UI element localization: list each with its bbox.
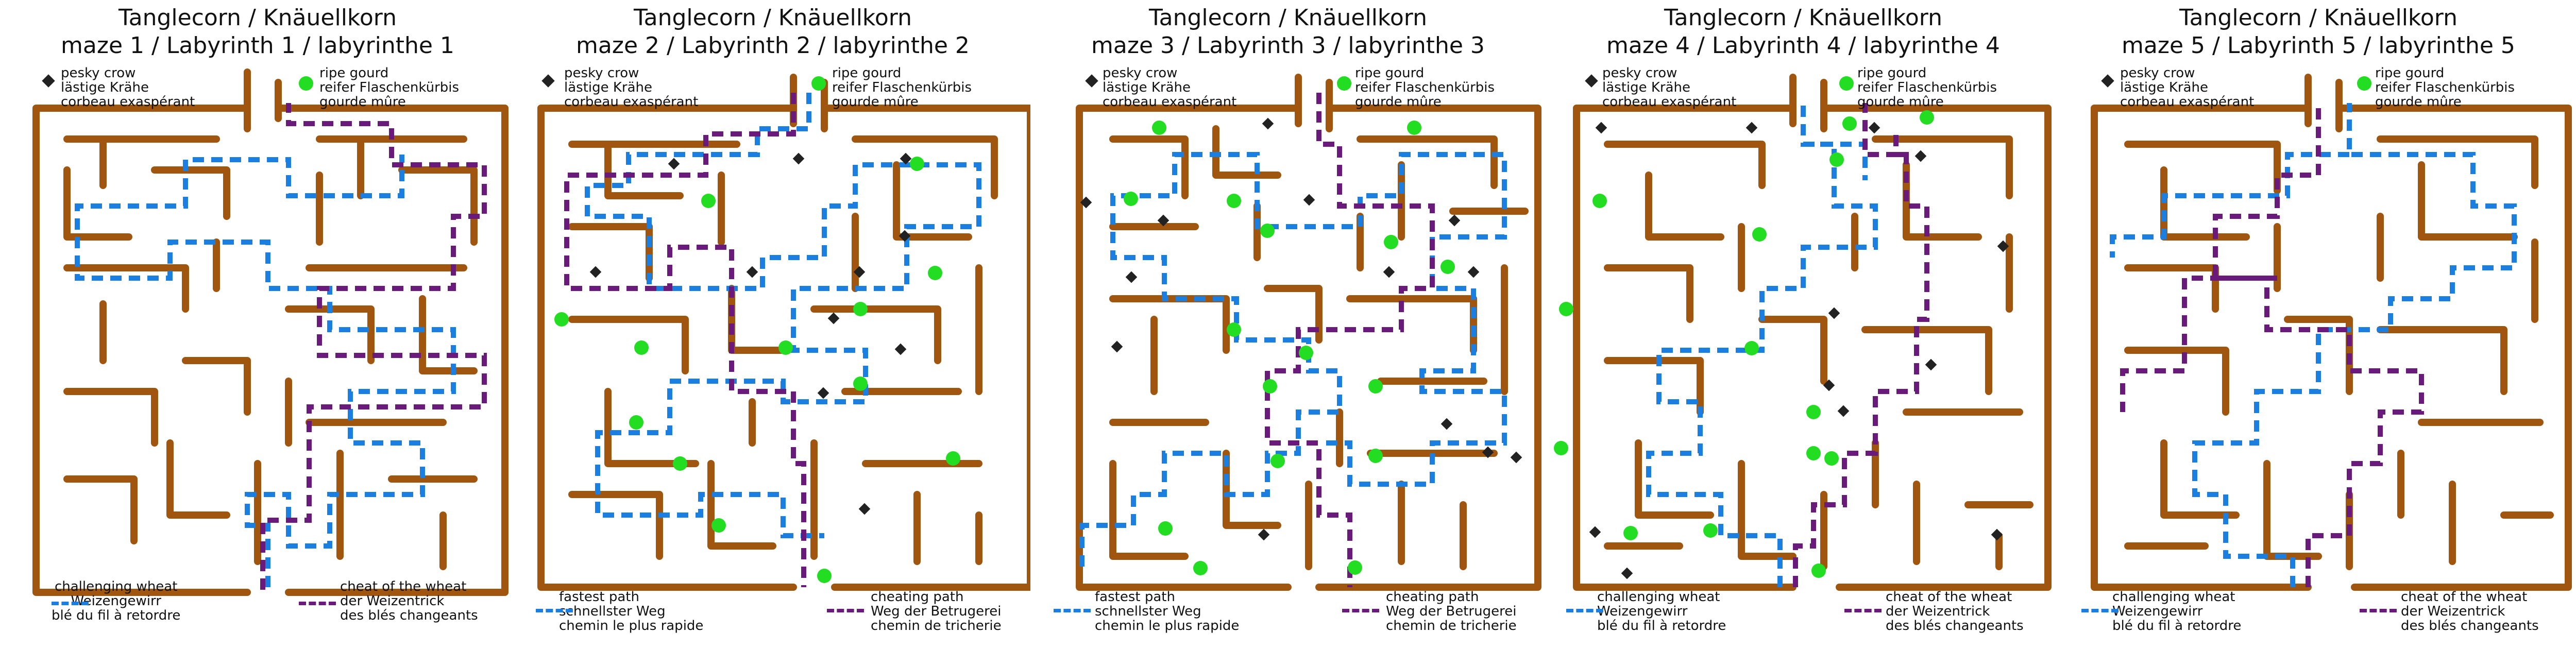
cheat-legend: cheat of the wheat der Weizentrick des b…: [1886, 589, 2024, 634]
maze-title: Tanglecorn / Knäuellkorn maze 4 / Labyri…: [1606, 5, 2000, 59]
easy-path-legend-icon: [1054, 609, 1091, 612]
crow-markers: [589, 152, 912, 515]
cheat-path: [564, 93, 806, 587]
maze-panel-3: Tanglecorn / Knäuellkorn maze 3 / Labyri…: [1030, 0, 1546, 649]
crow-legend: pesky crow lästige Krähe corbeau exaspér…: [1602, 65, 1737, 110]
maze-panel-1: Tanglecorn / Knäuellkorn maze 1 / Labyri…: [0, 0, 515, 649]
cheat-path-legend-icon: [2360, 609, 2397, 612]
cheat-path-legend-icon: [827, 609, 864, 612]
maze-walls: [32, 69, 509, 596]
easy-path-legend-icon: [1566, 609, 1603, 612]
maze-title: Tanglecorn / Knäuellkorn maze 5 / Labyri…: [2122, 5, 2515, 59]
cheat-legend: cheating path Weg der Betrugerei chemin …: [871, 589, 1002, 634]
maze-board-3: [1076, 74, 1541, 591]
easy-path-legend-icon: [536, 609, 573, 612]
gourd-markers: [1554, 110, 1934, 578]
gourd-legend: ripe gourd reifer Flaschenkürbis gourde …: [1355, 65, 1495, 110]
path-legend: challenging wheat Weizengewirr blé du fi…: [1597, 589, 1726, 634]
gourd-legend-icon: [299, 76, 313, 91]
easy-path: [1079, 152, 1507, 567]
gourd-legend: ripe gourd reifer Flaschenkürbis gourde …: [1857, 65, 1997, 110]
cheat-path-legend-icon: [1342, 609, 1379, 612]
maze-panel-5: Tanglecorn / Knäuellkorn maze 5 / Labyri…: [2061, 0, 2576, 649]
easy-path-legend-icon: [52, 602, 89, 605]
easy-path-legend-icon: [2081, 609, 2119, 612]
maze-panel-4: Tanglecorn / Knäuellkorn maze 4 / Labyri…: [1546, 0, 2061, 649]
cheat-path-legend-icon: [1844, 609, 1882, 612]
crow-legend: pesky crow lästige Krähe corbeau exaspér…: [61, 65, 195, 110]
cheat-legend: cheating path Weg der Betrugerei chemin …: [1386, 589, 1517, 634]
maze-board-5: [2091, 74, 2572, 591]
cheat-path: [1793, 103, 1929, 587]
cheat-path-legend-icon: [299, 602, 336, 605]
path-legend: challenging wheat Weizengewirr blé du fi…: [52, 579, 181, 623]
gourd-legend: ripe gourd reifer Flaschenkürbis gourde …: [319, 65, 460, 110]
maze-walls: [1573, 74, 2052, 591]
crow-legend: pesky crow lästige Krähe corbeau exaspér…: [1103, 65, 1237, 110]
maze-board-1: [32, 69, 509, 596]
crow-markers: [1589, 122, 2009, 579]
gourd-legend-icon: [1839, 76, 1854, 91]
maze-title: Tanglecorn / Knäuellkorn maze 2 / Labyri…: [576, 5, 970, 59]
maze-title: Tanglecorn / Knäuellkorn maze 1 / Labyri…: [61, 5, 454, 59]
gourd-legend-icon: [1337, 76, 1351, 91]
maze-walls: [2091, 74, 2572, 591]
path-legend: challenging wheat Weizengewirr blé du fi…: [2112, 589, 2242, 634]
gourd-markers: [554, 157, 960, 583]
crow-legend: pesky crow lästige Krähe corbeau exaspér…: [2120, 65, 2255, 110]
crow-markers: [1080, 117, 1522, 541]
easy-path: [585, 93, 981, 538]
cheat-path: [1265, 93, 1435, 587]
maze-panel-2: Tanglecorn / Knäuellkorn maze 2 / Labyri…: [515, 0, 1030, 649]
gourd-legend-icon: [2357, 76, 2371, 91]
cheat-path: [2120, 103, 2424, 587]
path-legend: fastest path schnellster Weg chemin le p…: [1095, 589, 1240, 634]
gourd-legend: ripe gourd reifer Flaschenkürbis gourde …: [832, 65, 972, 110]
gourd-legend: ripe gourd reifer Flaschenkürbis gourde …: [2375, 65, 2515, 110]
maze-board-2: [537, 74, 1030, 591]
maze-title: Tanglecorn / Knäuellkorn maze 3 / Labyri…: [1091, 5, 1485, 59]
easy-path: [2110, 103, 2517, 587]
easy-path: [75, 155, 456, 587]
crow-legend: pesky crow lästige Krähe corbeau exaspér…: [564, 65, 699, 110]
maze-board-4: [1554, 74, 2052, 591]
path-legend: fastest path schnellster Weg chemin le p…: [559, 589, 704, 634]
cheat-path: [260, 103, 487, 590]
cheat-legend: cheat of the wheat der Weizentrick des b…: [340, 579, 478, 623]
gourd-markers: [1124, 121, 1455, 575]
cheat-legend: cheat of the wheat der Weizentrick des b…: [2401, 589, 2539, 634]
gourd-legend-icon: [811, 76, 826, 91]
maze-walls: [537, 74, 1030, 591]
